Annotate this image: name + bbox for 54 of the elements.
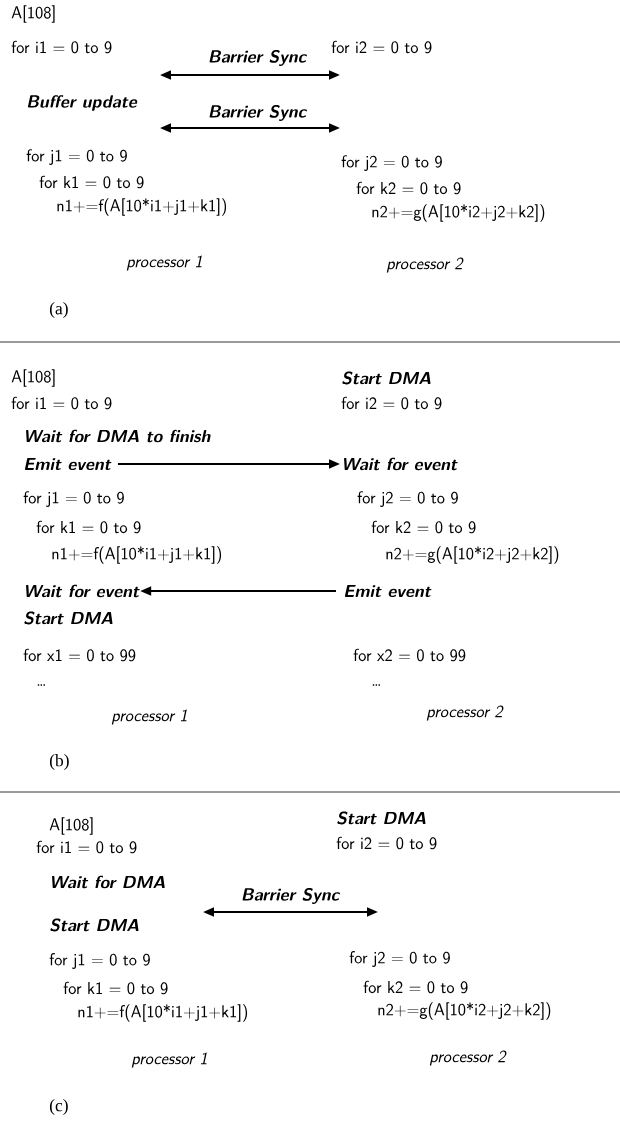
code-line: for i1 = 0 to 9 xyxy=(11,396,112,410)
code-line: for k1 = 0 to 9 xyxy=(63,981,168,995)
code-line: for i2 = 0 to 9 xyxy=(331,40,432,54)
code-line: for k2 = 0 to 9 xyxy=(356,181,461,195)
processor-label: processor 1 xyxy=(131,1052,207,1068)
code-line: n1+=f(A[10*i1+j1+k1]) xyxy=(78,1004,248,1022)
arrow-caption: Barrier Sync xyxy=(206,49,308,68)
panel-label: (c) xyxy=(49,1099,68,1115)
code-line: n1+=f(A[10*i1+j1+k1]) xyxy=(52,546,222,564)
code-line: for i2 = 0 to 9 xyxy=(341,396,442,410)
code-line: for i2 = 0 to 9 xyxy=(336,836,437,850)
code-line: for k1 = 0 to 9 xyxy=(39,175,144,189)
arrow-caption: Barrier Sync xyxy=(239,887,341,906)
code-line: n2+=g(A[10*i2+j2+k2]) xyxy=(372,204,545,222)
code-line: for i1 = 0 to 9 xyxy=(11,40,112,54)
code-line: for j2 = 0 to 9 xyxy=(349,951,450,967)
arrow-caption: Barrier Sync xyxy=(206,104,308,123)
step-label: Start DMA xyxy=(24,611,113,625)
processor-label: processor 1 xyxy=(126,255,202,271)
step-label: Emit event xyxy=(344,584,432,598)
code-line: for j1 = 0 to 9 xyxy=(26,149,127,165)
panel-label: (a) xyxy=(49,302,68,318)
code-line: for j1 = 0 to 9 xyxy=(49,953,150,969)
step-label: Start DMA xyxy=(50,918,139,932)
step-label: Start DMA xyxy=(337,811,426,825)
step-label: Emit event xyxy=(24,457,112,471)
code-line: n2+=g(A[10*i2+j2+k2]) xyxy=(378,1002,551,1020)
processor-label: processor 2 xyxy=(429,1050,507,1066)
step-label: Buffer update xyxy=(27,95,138,111)
code-line: for j1 = 0 to 9 xyxy=(23,491,124,507)
code-line: for k1 = 0 to 9 xyxy=(36,520,141,534)
code-line: A[108] xyxy=(49,817,93,835)
code-line: A[108] xyxy=(11,5,55,23)
code-line: n2+=g(A[10*i2+j2+k2]) xyxy=(386,546,559,564)
step-label: Wait for event xyxy=(26,584,140,598)
code-line: … xyxy=(372,684,380,686)
code-line: for j2 = 0 to 9 xyxy=(357,491,458,507)
code-line: for i1 = 0 to 9 xyxy=(36,840,137,854)
code-line: … xyxy=(37,684,45,686)
code-line: n1+=f(A[10*i1+j1+k1]) xyxy=(57,198,227,216)
step-label: Wait for event xyxy=(344,457,458,471)
processor-label: processor 2 xyxy=(426,705,504,721)
code-line: for j2 = 0 to 9 xyxy=(341,155,442,171)
panel-label: (b) xyxy=(49,754,69,770)
processor-label: processor 1 xyxy=(111,709,187,725)
code-line: for x2 = 0 to 99 xyxy=(353,648,466,662)
code-line: for k2 = 0 to 9 xyxy=(371,520,476,534)
processor-label: processor 2 xyxy=(386,257,464,273)
step-label: Wait for DMA xyxy=(52,875,165,889)
step-label: Start DMA xyxy=(342,371,431,385)
code-line: A[108] xyxy=(11,369,55,387)
code-line: for x1 = 0 to 99 xyxy=(23,648,136,662)
code-line: for k2 = 0 to 9 xyxy=(363,980,468,994)
step-label: Wait for DMA to finish xyxy=(26,429,211,443)
